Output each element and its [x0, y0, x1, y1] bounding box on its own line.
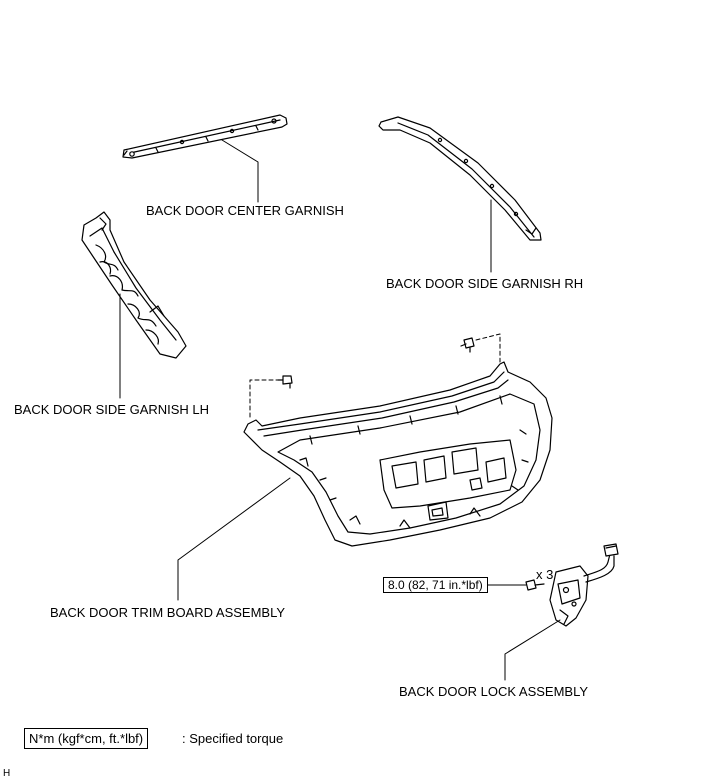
clip-right-dashed-line — [475, 333, 501, 363]
clip-left — [277, 375, 293, 389]
clip-left-dashed-line — [249, 379, 281, 421]
center-garnish-part — [122, 114, 288, 159]
torque-bolt — [525, 579, 545, 591]
label-side-garnish-lh: BACK DOOR SIDE GARNISH LH — [14, 402, 210, 417]
legend-unit-box: N*m (kgf*cm, ft.*lbf) — [24, 728, 149, 749]
corner-code: H — [3, 768, 11, 779]
label-trim-board: BACK DOOR TRIM BOARD ASSEMBLY — [50, 605, 286, 620]
lock-assembly-part — [549, 543, 619, 627]
label-lock-assembly: BACK DOOR LOCK ASSEMBLY — [399, 684, 589, 699]
label-center-garnish: BACK DOOR CENTER GARNISH — [146, 203, 344, 218]
torque-quantity: x 3 — [536, 567, 554, 582]
lock-assembly-leader — [504, 619, 561, 681]
clip-right — [460, 337, 475, 353]
center-garnish-leader — [221, 139, 259, 203]
trim-board-leader — [177, 477, 291, 601]
trim-board-part — [243, 361, 553, 547]
label-side-garnish-rh: BACK DOOR SIDE GARNISH RH — [386, 276, 584, 291]
legend-description: : Specified torque — [182, 731, 284, 746]
side-garnish-rh-part — [378, 116, 542, 241]
torque-spec-box: 8.0 (82, 71 in.*lbf) — [383, 577, 488, 593]
side-garnish-lh-part — [81, 211, 187, 359]
